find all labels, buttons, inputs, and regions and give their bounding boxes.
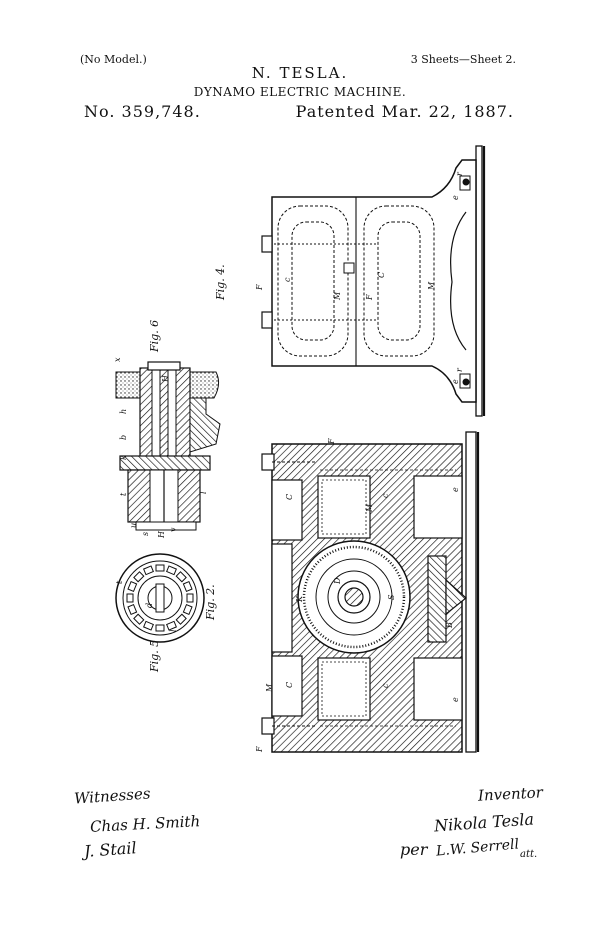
commutator-segment (182, 581, 193, 592)
by-mark: per (400, 840, 428, 859)
commutator-segment (186, 593, 194, 603)
label-k: k (119, 455, 128, 460)
commutator-segment (166, 620, 177, 631)
commutator-segment (155, 564, 165, 572)
label-K: K (295, 595, 304, 603)
label-C: C (285, 682, 294, 688)
label-C: C (285, 494, 294, 500)
sheet-number: 3 Sheets—Sheet 2. (410, 53, 516, 66)
commutator-segment (155, 624, 165, 632)
label-e: e (451, 379, 460, 384)
label-c: c (283, 277, 292, 282)
label-e: e (451, 195, 460, 200)
label-B: B (445, 622, 454, 629)
patent-title: DYNAMO ELECTRIC MACHINE. (193, 85, 407, 99)
label-b: b (119, 435, 128, 440)
commutator-segment (133, 613, 145, 625)
commutator-segment (166, 565, 177, 576)
patented-date: Patented Mar. 22, 1887. (295, 102, 514, 121)
label-t: t (119, 492, 128, 496)
label-F: F (255, 746, 264, 753)
label-d: d (145, 603, 154, 608)
fig-6-caption: Fig. 6 (148, 320, 161, 353)
commutator-segment (182, 604, 193, 615)
label-S: S (387, 594, 396, 600)
commutator-segment (127, 581, 138, 592)
commutator-segment (175, 613, 187, 625)
label-M: M (265, 683, 274, 693)
fig-2-caption: Fig. 2. (204, 584, 217, 621)
label-M: M (427, 281, 436, 291)
label-F: F (365, 294, 374, 301)
witness-signature-2: J. Stail (83, 838, 138, 861)
commutator-segment (143, 565, 154, 576)
label-H: H (161, 374, 170, 383)
label-v: v (169, 527, 178, 532)
fig-4-caption: Fig. 4. (214, 264, 227, 301)
figure-6-drawing (115, 361, 221, 531)
attorney-suffix: att. (520, 849, 538, 860)
figure-4-drawing (261, 145, 486, 417)
label-e: e (451, 697, 460, 702)
commutator-segment (126, 593, 134, 603)
label-r: r (455, 171, 464, 176)
label-x: x (113, 357, 122, 362)
inventor-name-heading: N. TESLA. (251, 64, 349, 82)
inventor-label: Inventor (477, 783, 544, 805)
label-H: H (157, 530, 166, 539)
reference-labels: F c M F C M e e r r F C M c e K D S B C … (113, 171, 464, 753)
fig-5-caption: Fig. 5 (148, 640, 161, 673)
label-c: c (381, 493, 390, 498)
figure-2-drawing (261, 431, 480, 753)
label-D: D (333, 577, 342, 585)
commutator-segments (126, 564, 194, 632)
label-c: c (381, 683, 390, 688)
label-e: e (451, 487, 460, 492)
label-h: h (119, 409, 128, 414)
label-C: C (377, 272, 386, 278)
label-s: s (141, 532, 150, 536)
patent-number: No. 359,748. (84, 102, 201, 121)
label-F: F (255, 284, 264, 291)
label-r: r (455, 367, 464, 372)
label-l: l (169, 629, 178, 632)
label-u: u (129, 523, 138, 528)
label-t: t (115, 580, 124, 584)
commutator-segment (127, 604, 138, 615)
label-M: M (365, 503, 374, 513)
commutator-segment (143, 620, 154, 631)
label-M: M (333, 291, 342, 301)
commutator-segment (175, 571, 187, 583)
label-l: l (199, 491, 208, 494)
no-model-label: (No Model.) (80, 53, 147, 66)
label-F: F (327, 438, 336, 445)
commutator-segment (133, 571, 145, 583)
